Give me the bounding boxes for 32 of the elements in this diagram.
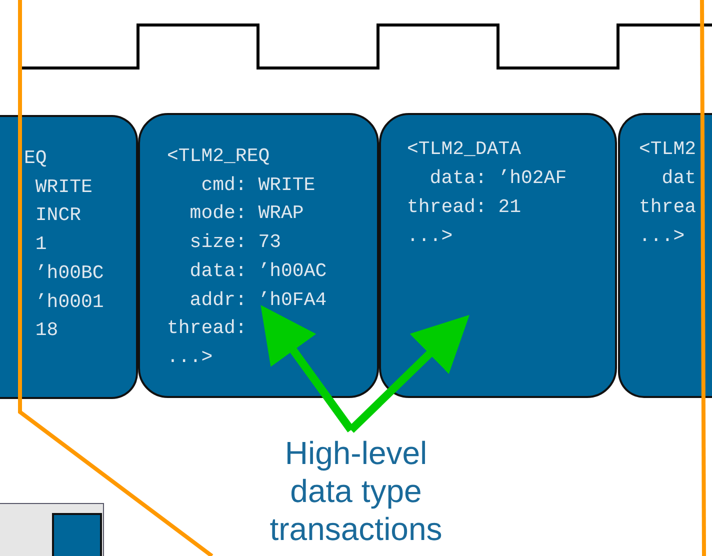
code-line: thread: [167, 317, 247, 340]
code-line: <TLM2_REQ [167, 145, 270, 167]
code-line: data: ’h02AF [430, 167, 567, 189]
transaction-box [0, 115, 138, 399]
code-line: ...> [407, 225, 453, 247]
code-line: addr: ’h0FA4 [190, 288, 327, 310]
code-line: 18 [35, 319, 58, 342]
code-line: mode: WRAP [190, 202, 304, 224]
code-line: <TLM2_DATA [407, 138, 522, 160]
code-line: WRITE [35, 176, 92, 198]
transaction-box [138, 113, 379, 398]
code-line: INCR [35, 204, 81, 226]
code-line: ...> [167, 346, 213, 368]
code-line: thread: 21 [407, 196, 522, 218]
callout-text: High-level data type transactions [250, 434, 462, 548]
panel [0, 503, 104, 556]
arrow [260, 305, 354, 432]
transaction-box [618, 113, 712, 398]
code-line: cmd: WRITE [201, 174, 316, 196]
panel-block [52, 513, 102, 556]
code-line: 1 [35, 233, 47, 256]
arrow [348, 314, 470, 433]
code-line: ’h0001 [35, 290, 104, 312]
code-line: dat [662, 167, 696, 189]
code-line: size: 73 [190, 231, 282, 254]
code-line: threa [639, 196, 696, 218]
code-line: EQ [24, 147, 47, 169]
transaction-box [379, 113, 617, 398]
code-line: <TLM2 [639, 138, 696, 160]
code-line: data: ’h00AC [190, 260, 327, 282]
code-line: ...> [639, 225, 685, 247]
code-line: ’h00BC [35, 262, 104, 284]
